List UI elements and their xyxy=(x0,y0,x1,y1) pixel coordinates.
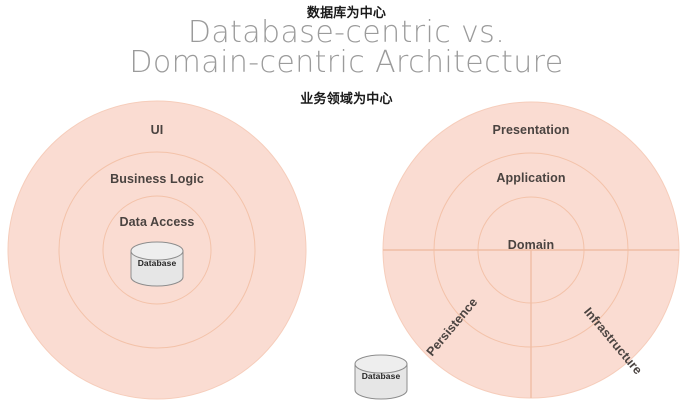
left-database-cylinder-icon xyxy=(130,241,184,287)
right-database-label: Database xyxy=(361,371,401,381)
page-title: Database-centric vs. Domain-centric Arch… xyxy=(0,18,693,78)
annotation-database-centric-cn: 数据库为中心 xyxy=(306,6,387,21)
left-ring-label-data-access: Data Access xyxy=(119,215,195,229)
left-ring-label-ui: UI xyxy=(150,123,164,137)
right-ring-label-presentation: Presentation xyxy=(492,123,570,137)
right-ring-label-application: Application xyxy=(496,171,566,185)
annotation-domain-centric-cn: 业务领域为中心 xyxy=(300,92,393,107)
right-ring-label-domain: Domain xyxy=(507,238,555,252)
right-diagram-group xyxy=(382,101,680,399)
page-title-line-1: Database-centric vs. xyxy=(187,15,506,50)
page-title-line-2: Domain-centric Architecture xyxy=(129,45,564,80)
left-ring-label-business-logic: Business Logic xyxy=(110,172,204,186)
right-database-cylinder-icon xyxy=(354,354,408,400)
left-database-label: Database xyxy=(137,258,177,268)
